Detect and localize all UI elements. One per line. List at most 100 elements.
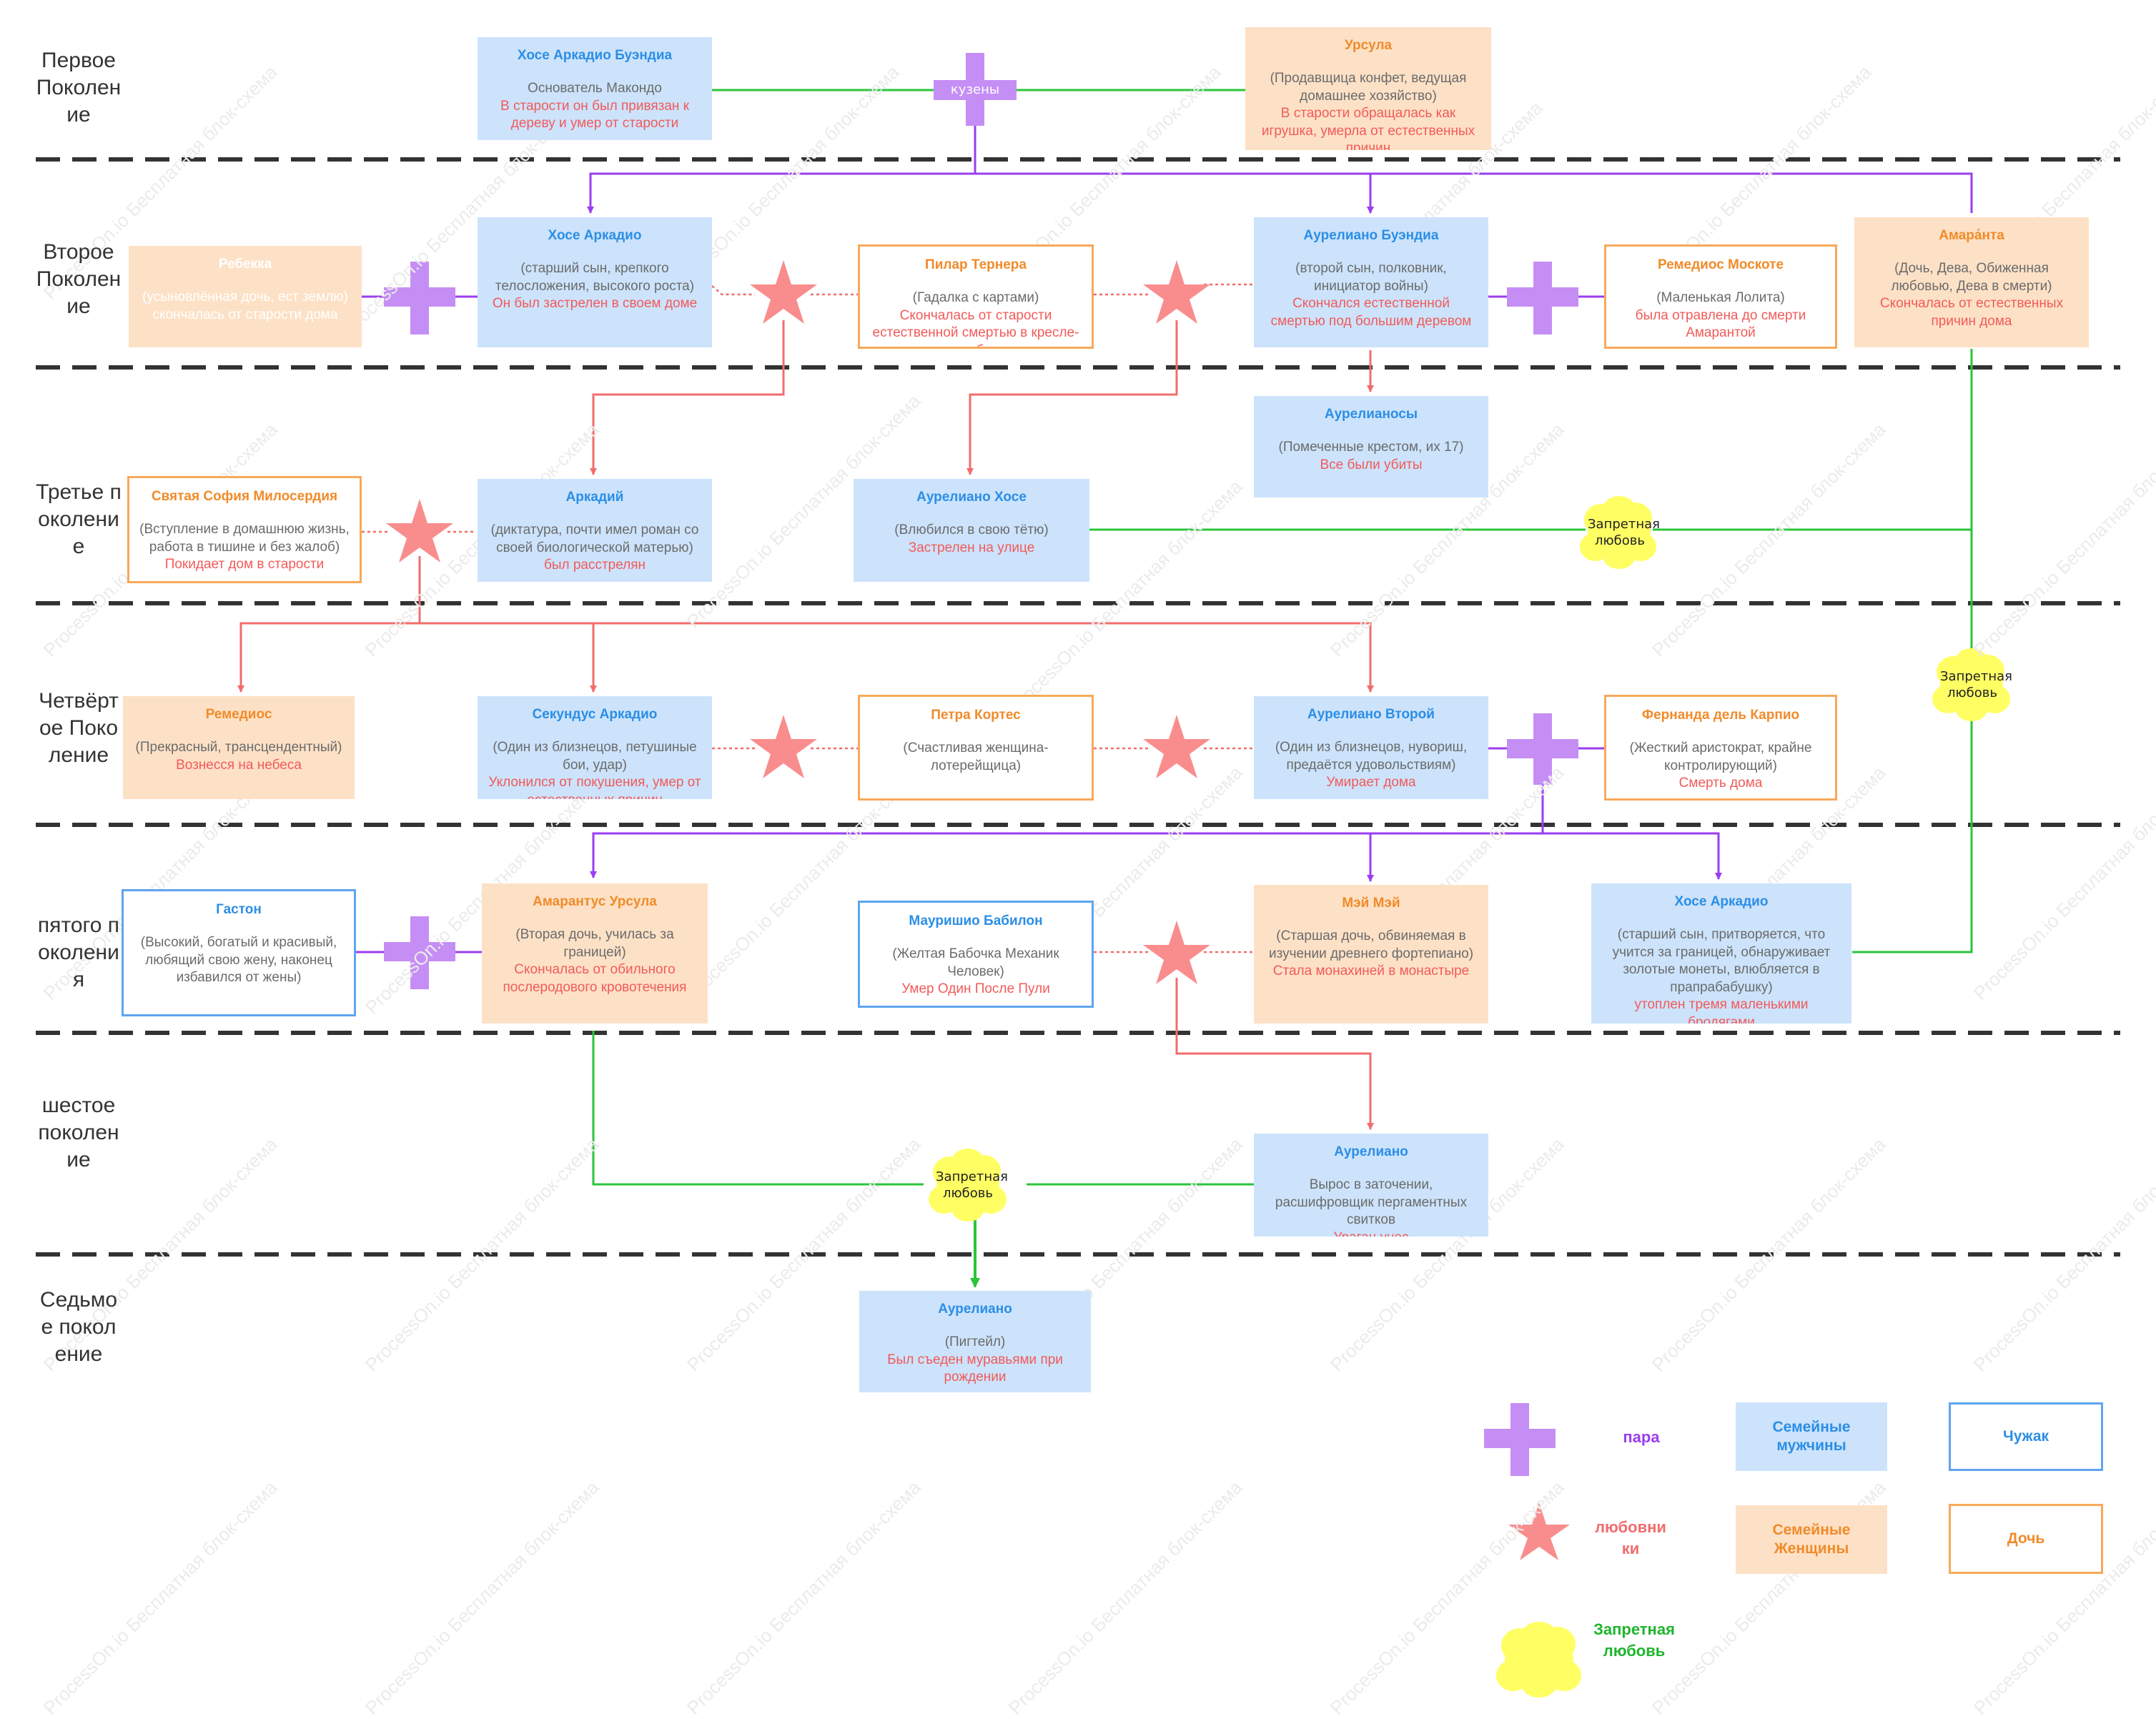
pair-plus-icon (384, 916, 455, 989)
person-node-rebeca[interactable]: Ребекка(усыновлённая дочь, ест землю)ско… (129, 246, 362, 347)
person-node-fernanda[interactable]: Фернанда дель Карпио(Жесткий аристократ,… (1604, 695, 1837, 801)
person-name: Секундус Аркадио (532, 707, 658, 722)
gen1-to-aureliano (975, 172, 1374, 214)
person-name: Гастон (216, 902, 262, 917)
person-node-amaranta[interactable]: Амара́нта(Дочь, Дева, Обиженная любовью,… (1854, 217, 2089, 347)
star-icon (1143, 715, 1210, 778)
generation-label: Второе Поколение (36, 240, 122, 318)
person-name: Аурелиано Буэндиа (1303, 228, 1439, 243)
person-node-sofia[interactable]: Святая София Милосердия (Вступление в дом… (127, 476, 362, 583)
person-node-gaston[interactable]: Гастон (Высокий, богатый и красивый, любя… (122, 889, 356, 1016)
person-description: (Гадалка с картами) (912, 290, 1039, 305)
person-name: Ребекка (218, 257, 272, 272)
person-fate: Стала монахиней в монастыре (1272, 963, 1470, 979)
sofia-arcadio-children (237, 556, 421, 693)
forbidden-love-label: Запретная любовь (936, 1169, 1008, 1201)
person-name: Аурелиано Хосе (916, 490, 1027, 505)
person-node-jose2[interactable]: Хосе Аркадио(старший сын, крепкого телос… (478, 217, 712, 347)
gen4-to-jose3 (1543, 832, 1722, 880)
person-fate: Скончался естественной смертью под больш… (1270, 296, 1472, 329)
person-name: Ремедиос (205, 707, 272, 722)
person-description: (Маленькая Лолита) (1656, 290, 1785, 305)
person-node-ursula[interactable]: Урсула(Продавщица конфет, ведущая домашн… (1245, 27, 1491, 150)
pilar-aureliano-to-aureliano-jose (966, 320, 1178, 475)
star-icon (1143, 260, 1210, 324)
person-node-arcadio[interactable]: Аркадий (диктатура, почти имел роман со с… (478, 479, 712, 582)
star-icon (750, 260, 817, 324)
person-name: Хосе Аркадио Буэндиа (517, 48, 673, 63)
person-fate: Был съеден муравьями при рождении (887, 1352, 1063, 1385)
legend-family-women-label: Семейные Женщины (1772, 1522, 1851, 1557)
star-icon (1508, 1502, 1570, 1560)
person-node-jose3[interactable]: Хосе Аркадио (старший сын, притворяется, … (1591, 883, 1851, 1024)
person-node-aurelianos[interactable]: Аурелианосы(Помеченные крестом, их 17)Вс… (1254, 396, 1488, 497)
person-node-amaranta-u[interactable]: Амарантус Урсула (Вторая дочь, училась за… (482, 883, 708, 1024)
person-fate: В старости он был привязан к дереву и ум… (500, 98, 689, 132)
person-description: (усыновлённая дочь, ест землю) (142, 289, 348, 304)
person-node-segundo[interactable]: Секундус Аркадио(Один из близнецов, пету… (478, 696, 712, 799)
person-fate: утоплен тремя маленькими бродягами (1634, 997, 1809, 1024)
generation-label: Третье поколение (36, 480, 122, 558)
gen1-to-jose2 (587, 172, 975, 214)
forbidden-love-label: Запретная любовь (1588, 517, 1660, 548)
person-description: (Жесткий аристократ, крайне контролирующ… (1629, 740, 1812, 773)
legend-family-men-label: Семейные мужчины (1772, 1419, 1851, 1454)
person-fate: Скончалась от старости естественной смер… (872, 307, 1079, 347)
person-name: Ремедиос Москоте (1657, 257, 1784, 272)
person-node-mauricio[interactable]: Мауришио Бабилон(Желтая Бабочка Механик … (858, 901, 1094, 1008)
person-name: Аурелиано (938, 1302, 1012, 1317)
person-description: (Высокий, богатый и красивый, любящий св… (140, 935, 337, 985)
star-icon (750, 715, 817, 778)
generation-dividers (36, 157, 2120, 1257)
legend-pair-label: пара (1623, 1428, 1660, 1446)
cousins-label-bg (934, 80, 1017, 100)
person-node-meme[interactable]: Мэй Мэй(Старшая дочь, обвиняемая в изуче… (1254, 885, 1488, 1024)
person-name: Амарантус Урсула (533, 894, 657, 909)
legend-lovers-label: любовники (1595, 1518, 1666, 1557)
person-node-remedios[interactable]: Ремедиос(Прекрасный, трансцендентный)Воз… (123, 696, 355, 799)
cloud-icon (929, 1149, 1007, 1222)
person-name: Хосе Аркадио (1674, 894, 1769, 909)
person-description: (Вступление в домашнюю жизнь, работа в т… (139, 522, 350, 555)
generation-label: Первое Поколение (36, 49, 122, 127)
generation-label: Седьмое поколение (39, 1288, 118, 1366)
person-fate: Покидает дом в старости (164, 557, 325, 572)
person-node-remedios-m[interactable]: Ремедиос Москоте (Маленькая Лолита) была о… (1604, 244, 1837, 349)
person-name: Мауришио Бабилон (909, 913, 1043, 928)
person-node-petra[interactable]: Петра Кортес(Счастливая женщина-лотерейщ… (858, 695, 1094, 801)
person-name: Пилар Тернера (925, 257, 1027, 272)
person-node-aureliano-b[interactable]: Аурелиано Буэндиа(второй сын, полковник,… (1254, 217, 1488, 347)
person-description: (Один из близнецов, нувориш, предаётся у… (1275, 740, 1468, 773)
pair-plus-icon (1484, 1403, 1556, 1476)
pair-plus-icon (1507, 262, 1578, 335)
person-fate: Вознесся на небеса (176, 757, 302, 773)
person-description: Основатель Макондо (528, 81, 662, 96)
person-description: (Вторая дочь, училась за границей) (515, 927, 674, 960)
person-name: Мэй Мэй (1342, 896, 1400, 911)
person-fate: Скончалась от обильного послеродового кр… (503, 962, 687, 995)
legend-daughter-label: Дочь (2007, 1530, 2045, 1547)
person-node-aureliano-jose[interactable]: Аурелиано Хосе(Влюбился в свою тётю)Заст… (854, 479, 1089, 582)
person-name: Аркадий (565, 490, 624, 505)
person-description: (старший сын, крепкого телосложения, выс… (495, 261, 695, 294)
generation-label: Четвёртое Поколение (39, 689, 119, 767)
star-icon (1143, 921, 1210, 984)
person-node-pilar[interactable]: Пилар Тернера (Гадалка с картами) Скончала… (858, 244, 1094, 349)
person-fate: Смерть дома (1678, 776, 1763, 791)
person-fate: Он был застрелен в своем доме (492, 296, 698, 311)
person-node-aureliano2[interactable]: Аурелиано Второй(Один из близнецов, нуво… (1254, 696, 1488, 799)
person-fate: Уклонился от покушения, умер от естестве… (488, 775, 701, 799)
person-name: Святая София Милосердия (151, 489, 338, 504)
person-fate: В старости обращалась как игрушка, умерл… (1261, 106, 1475, 150)
person-description: (старший сын, притворяется, что учится з… (1612, 927, 1831, 995)
cloud-icon (1580, 496, 1656, 569)
cloud-icon (1496, 1622, 1581, 1698)
person-fate: Застрелен на улице (908, 540, 1035, 555)
person-description: (Дочь, Дева, Обиженная любовью, Дева в с… (1891, 261, 2052, 294)
person-node-aureliano7[interactable]: Аурелиано(Пигтейл)Был съеден муравьями п… (859, 1291, 1091, 1392)
legend-daughter: Дочь (1949, 1504, 2103, 1574)
person-fate: была отравлена до смерти Амарантой (1635, 307, 1806, 341)
person-description: (диктатура, почти имел роман со своей би… (490, 522, 699, 555)
